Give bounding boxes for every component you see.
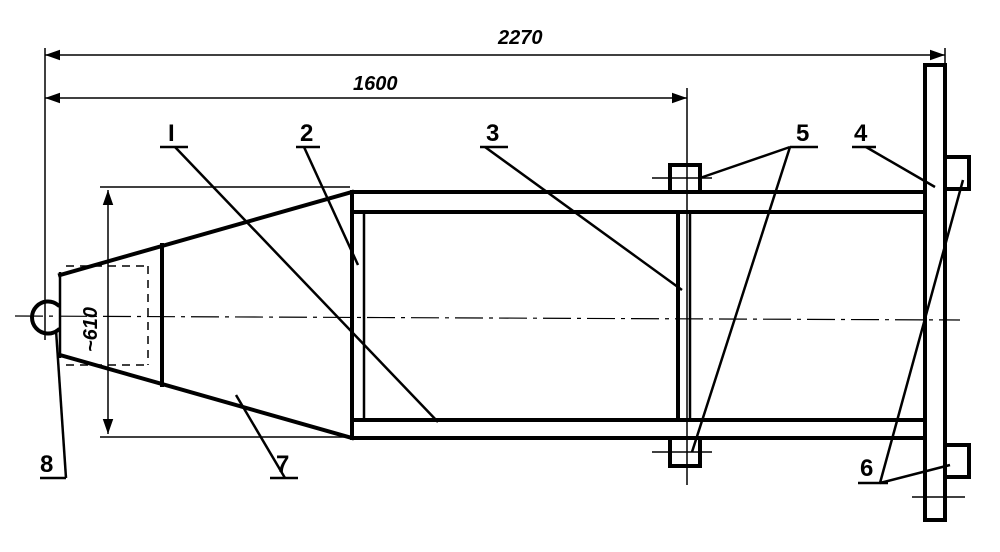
callout-6-label: 6 — [860, 455, 873, 482]
main-frame — [350, 190, 927, 440]
dimension-height: ~610 — [80, 186, 350, 438]
callout-7: 7 — [234, 394, 298, 480]
callout-6: 6 — [858, 179, 965, 485]
callout-5: 5 — [690, 120, 818, 453]
callout-5-label: 5 — [796, 120, 809, 147]
callout-1-label: I — [168, 120, 175, 147]
drawbar — [57, 189, 355, 441]
wheel-bottom — [912, 443, 971, 498]
callout-1: I — [160, 120, 439, 423]
bracket-top — [652, 163, 712, 194]
wheel-top — [943, 155, 971, 191]
dimension-frame: 1600 — [45, 73, 688, 485]
callout-3-label: 3 — [486, 120, 499, 147]
bracket-bottom — [652, 436, 712, 468]
dimension-overall: 2270 — [44, 27, 946, 340]
callout-3: 3 — [480, 120, 683, 292]
callout-7-label: 7 — [276, 451, 289, 478]
dimension-frame-label: 1600 — [353, 73, 398, 95]
callout-4: 4 — [852, 120, 936, 189]
callout-4-label: 4 — [854, 120, 868, 147]
dimension-overall-label: 2270 — [497, 27, 543, 49]
axle — [923, 63, 947, 522]
center-line — [14, 315, 961, 321]
callout-2: 2 — [296, 120, 360, 266]
callout-8-label: 8 — [40, 451, 53, 478]
callout-8: 8 — [40, 329, 68, 480]
dimension-height-label: ~610 — [80, 307, 102, 352]
tow-ring — [30, 299, 61, 336]
callout-2-label: 2 — [300, 120, 313, 147]
cross-member — [676, 210, 692, 422]
